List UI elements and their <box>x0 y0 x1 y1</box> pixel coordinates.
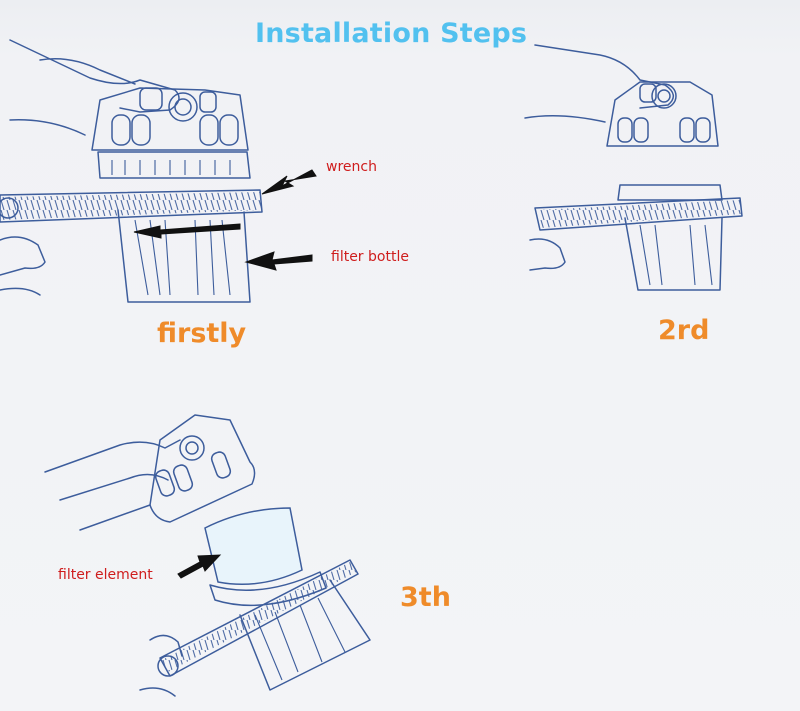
wrench-pointer-arrow <box>261 169 317 195</box>
step1-lower-hand <box>0 236 46 296</box>
step3-filter-head <box>149 414 256 523</box>
step3-illustration <box>44 414 371 697</box>
step-label-3: 3th <box>400 582 451 613</box>
step2-illustration <box>524 44 743 291</box>
bottle-pointer-arrow <box>244 251 313 271</box>
step2-lower-hand <box>529 238 566 271</box>
step3-lower-hand <box>139 634 183 697</box>
step3-filter-element <box>204 507 303 586</box>
step1-filter-head <box>91 87 249 151</box>
step1-wrench <box>0 189 263 223</box>
element-pointer-arrow <box>177 554 222 579</box>
step3-wrench <box>159 559 359 677</box>
step2-filter-bottle <box>624 217 723 291</box>
wrench-label: wrench <box>326 159 377 175</box>
step1-upper-hand <box>9 39 180 136</box>
step-label-1: firstly <box>157 318 247 349</box>
page-title: Installation Steps <box>255 18 528 49</box>
step3-hand <box>44 439 181 531</box>
filter-element-label: filter element <box>58 567 153 583</box>
step1-illustration <box>0 39 317 303</box>
step3-filter-bottle <box>239 579 371 691</box>
step1-rotation-arrow <box>133 223 241 239</box>
step-label-2: 2rd <box>658 315 710 346</box>
step1-filter-bottle <box>117 209 251 303</box>
step2-filter-head <box>606 81 719 147</box>
step2-wrench <box>534 197 743 231</box>
filter-bottle-label: filter bottle <box>331 249 409 265</box>
